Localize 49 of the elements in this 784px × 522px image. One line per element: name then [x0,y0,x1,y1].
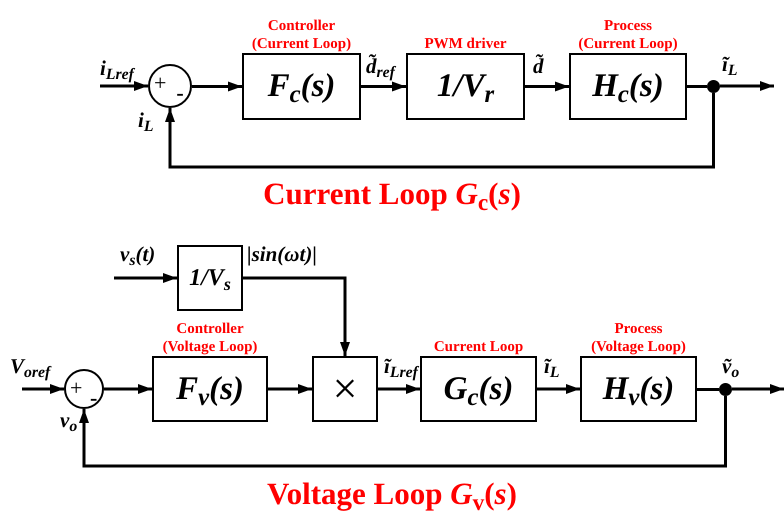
transfer-function-block [177,245,243,311]
signal-label: ĩ$_{L}$ [722,54,738,75]
signal-arrow [361,82,406,92]
multiply-sign: × [332,367,358,411]
signal-label: ṽ$_{o}$ [722,356,740,377]
block-heading: Process (Voltage Loop) [590,320,687,356]
signal-label: |sin(ωt)| [247,244,317,265]
signal-label: v$_{s}$(t) [120,244,156,265]
transfer-function: 1/V$_{s}$ [189,266,231,290]
block-heading: PWM driver [423,35,508,53]
signal-label: d̃ [533,56,544,77]
summing-junction [148,64,192,108]
minus-sign: - [90,387,98,409]
signal-arrow [104,384,152,394]
signal-line [687,85,707,88]
signal-arrow [268,384,312,394]
signal-arrow [525,82,569,92]
signal-arrow [720,81,774,91]
summing-junction [64,369,104,409]
signal-arrow [378,384,420,394]
multiplier-block [312,356,378,422]
plus-sign: + [154,72,166,94]
signal-arrow [79,396,727,468]
signal-label: v$_{o}$ [60,410,78,431]
signal-arrow [114,273,177,283]
transfer-function: F$_{c}$(s) [268,70,336,103]
signal-label: i$_{L}$ [138,110,154,131]
transfer-function: F$_{v}$(s) [176,372,244,406]
signal-arrow [22,384,64,394]
signal-arrow [243,276,350,356]
transfer-function: H$_{c}$(s) [592,70,664,103]
signal-line [697,388,719,391]
signal-arrow [192,82,242,92]
transfer-function: G$_{c}$(s) [444,372,514,406]
signal-arrow [100,81,148,91]
loop-caption: Current Loop G$_{c}$(s) [262,178,522,209]
block-heading: Process (Current Loop) [577,17,679,53]
signal-arrow [732,384,784,394]
minus-sign: - [176,82,184,104]
block-heading: Current Loop [432,338,524,356]
signal-arrow [165,93,715,168]
plus-sign: + [70,377,82,399]
loop-caption: Voltage Loop G$_{v}$(s) [266,478,518,509]
transfer-function: 1/V$_{r}$ [436,70,494,103]
transfer-function: H$_{v}$(s) [602,372,674,406]
signal-label: ĩ$_{L}$ [544,356,560,377]
block-heading: Controller (Voltage Loop) [162,320,258,356]
signal-arrow [537,384,580,394]
block-heading: Controller (Current Loop) [250,17,352,53]
